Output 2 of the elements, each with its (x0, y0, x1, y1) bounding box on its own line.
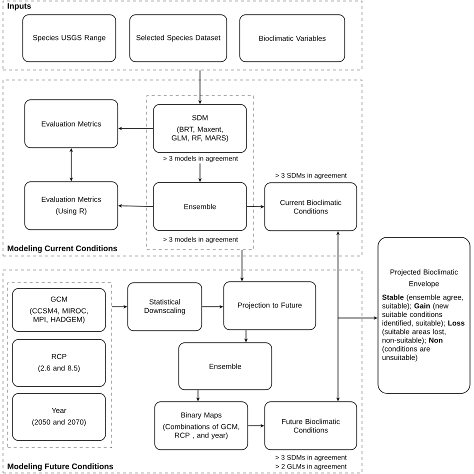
dashed-group-box (8, 282, 112, 448)
dashed-group-box (146, 96, 254, 250)
